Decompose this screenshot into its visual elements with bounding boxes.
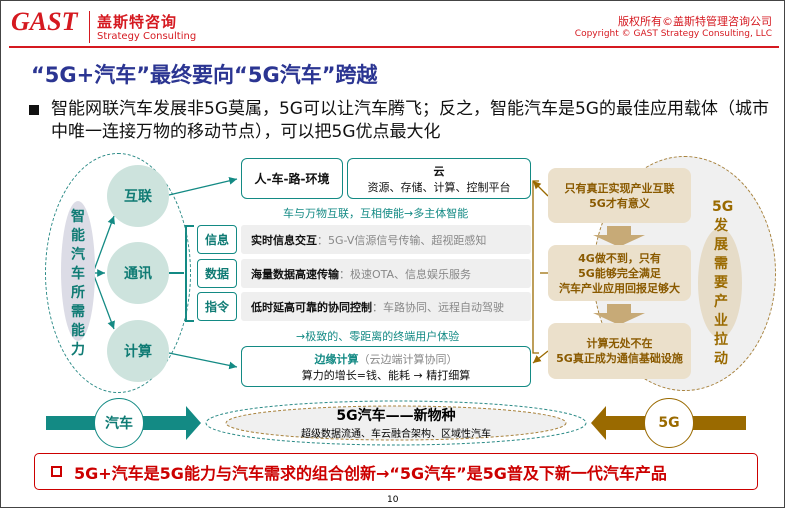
box-cloud: 云 资源、存储、计算、控制平台	[347, 158, 531, 199]
down-arrow-icon	[593, 226, 645, 247]
box-edge-computing: 边缘计算（云边端计算协同） 算力的增长=钱、能耗 → 精打细算	[241, 346, 531, 387]
comm-row-data: 海量数据高速传输：极速OTA、信息娱乐服务	[241, 259, 531, 288]
conclusion-box: 5G+汽车是5G能力与汽车需求的组合创新→“5G汽车”是5G普及下新一代汽车产品	[34, 453, 758, 490]
industry-label-bg	[698, 228, 742, 338]
edge-line2: 算力的增长=钱、能耗 → 精打细算	[301, 368, 471, 382]
row-bold: 低时延高可靠的协同控制	[251, 300, 372, 314]
right-box-1: 只有真正实现产业互联 5G才有意义	[548, 168, 691, 223]
edge-title: 边缘计算	[314, 352, 359, 366]
right-box-2: 4G做不到，只有 5G能够完全满足 汽车产业应用回报足够大	[548, 245, 691, 301]
comm-caption: →极致的、零距离的终端用户体验	[296, 330, 460, 343]
new-species-title: 5G汽车——新物种	[336, 408, 456, 424]
logo-divider	[89, 11, 90, 43]
circle-computing: 计算	[107, 320, 169, 382]
circle-interconnect: 互联	[107, 165, 169, 227]
tag-data: 数据	[197, 259, 237, 288]
comm-row-info: 实时信息交互：5G-V信源信号传输、超视距感知	[241, 225, 531, 254]
tag-info: 信息	[197, 225, 237, 254]
cloud-items: 资源、存储、计算、控制平台	[367, 180, 511, 194]
company-name-en: Strategy Consulting	[97, 31, 197, 42]
copyright-en: Copyright © GAST Strategy Consulting, LL…	[574, 29, 772, 39]
header-divider	[9, 46, 779, 48]
slide-title: “5G+汽车”最终要向“5G汽车”跨越	[31, 63, 378, 87]
interconnect-caption: 车与万物互联，互相使能→多主体智能	[283, 207, 469, 220]
page-number: 10	[387, 495, 399, 505]
box-people-vehicle-road: 人-车-路-环境	[241, 158, 343, 199]
capabilities-label: 智能汽车所需能力	[71, 209, 85, 358]
circle-communication: 通讯	[107, 242, 169, 304]
comm-row-command: 低时延高可靠的协同控制：车路协同、远程自动驾驶	[241, 292, 531, 321]
row-bold: 实时信息交互	[251, 233, 317, 247]
right-box-3: 计算无处不在 5G真正成为通信基础设施	[548, 323, 691, 379]
row-rest: ：车路协同、远程自动驾驶	[372, 300, 504, 314]
gast-logo: GAST	[11, 7, 78, 36]
company-name-cn: 盖斯特咨询	[97, 13, 178, 31]
circle-auto: 汽车	[94, 398, 144, 448]
square-bullet-icon	[51, 466, 62, 477]
new-species-sub: 超级数据流通、车云融合架构、区域性汽车	[301, 429, 491, 440]
capabilities-ellipse	[45, 153, 191, 393]
cloud-title: 云	[433, 164, 445, 178]
edge-note: （云边端计算协同）	[358, 352, 458, 366]
capabilities-label-bg	[61, 201, 95, 341]
copyright-cn: 版权所有©盖斯特管理咨询公司	[618, 15, 772, 28]
tag-command: 指令	[197, 292, 237, 321]
row-bold: 海量数据高速传输	[251, 267, 339, 281]
down-arrow-icon	[593, 304, 645, 325]
bullet-text: 智能网联汽车发展非5G莫属，5G可以让汽车腾飞；反之，智能汽车是5G的最佳应用载…	[29, 98, 769, 144]
circle-5g: 5G	[644, 398, 694, 448]
industry-label: 5G发展需要产业拉动	[712, 199, 734, 367]
row-rest: ：5G-V信源信号传输、超视距感知	[317, 233, 487, 247]
conclusion-text: 5G+汽车是5G能力与汽车需求的组合创新→“5G汽车”是5G普及下新一代汽车产品	[74, 463, 667, 483]
new-species: 5G汽车——新物种 超级数据流通、车云融合架构、区域性汽车	[206, 405, 586, 440]
row-rest: ：极速OTA、信息娱乐服务	[339, 267, 472, 281]
